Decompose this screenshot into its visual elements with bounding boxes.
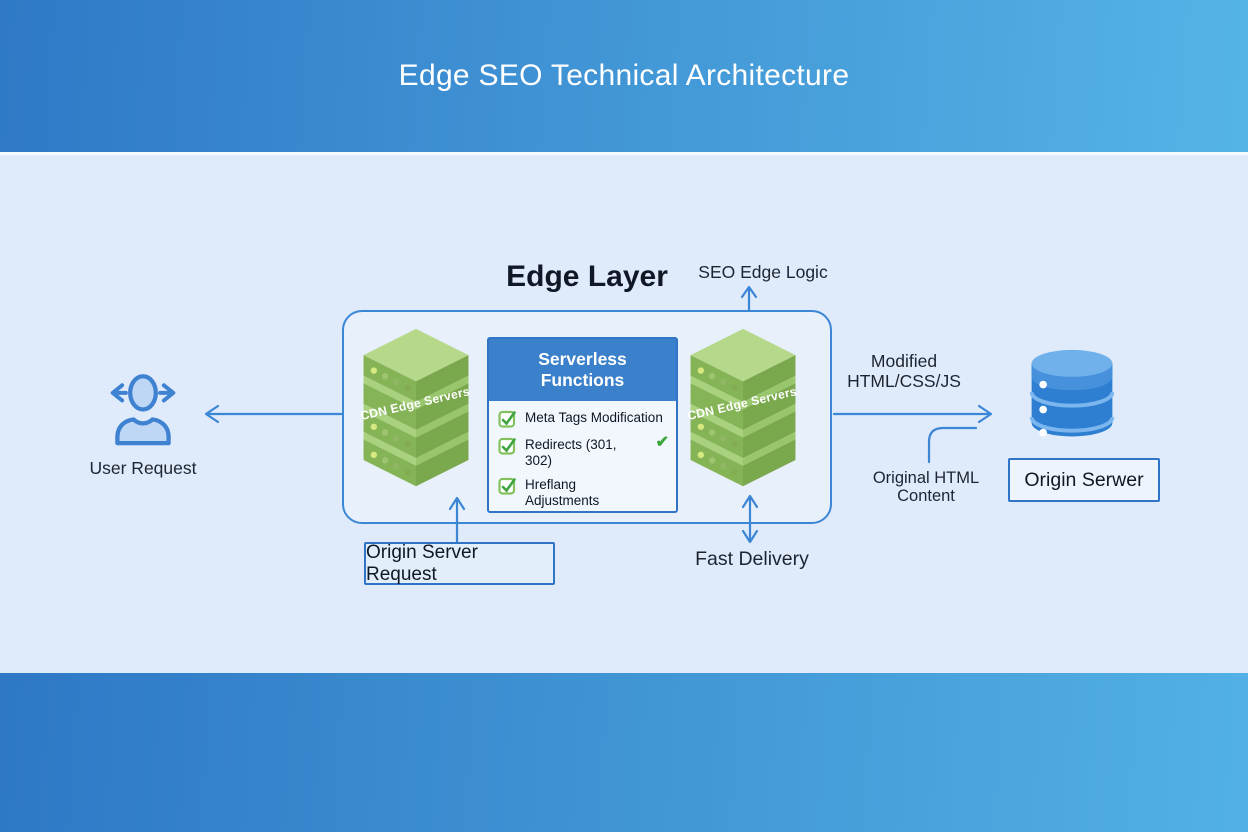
- cdn-top-face: [363, 328, 469, 382]
- checklist-item-label: Hreflang Adjustments: [525, 477, 600, 508]
- user-body: [115, 417, 171, 446]
- cdn-stack-left: CDN Edge Servers: [359, 328, 471, 487]
- header-band: Edge SEO Technical Architecture: [0, 0, 1248, 152]
- serverless-functions-header: Serverless Functions: [489, 339, 676, 401]
- serverless-title-line2: Functions: [540, 370, 625, 390]
- database-icon: [1029, 349, 1115, 437]
- fast-delivery-label: Fast Delivery: [695, 548, 809, 570]
- user-head: [128, 374, 158, 412]
- seo-edge-logic-label: SEO Edge Logic: [698, 262, 828, 282]
- checklist-item: Meta Tags Modification: [498, 410, 669, 428]
- checklist-item-label: Redirects (301, 302): [525, 437, 617, 468]
- origin-server-request-box: Origin Server Request: [364, 542, 555, 585]
- checklist-item: Redirects (301, 302) ✔: [498, 434, 669, 468]
- user-request-label: User Request: [89, 458, 197, 478]
- serverless-checklist: Meta Tags Modification Redirects (301, 3…: [489, 401, 676, 514]
- user-request-icon: [110, 374, 176, 446]
- original-html-label: Original HTML Content: [872, 469, 980, 506]
- page-title: Edge SEO Technical Architecture: [398, 59, 850, 92]
- footer-band: [0, 673, 1248, 832]
- modified-html-label: Modified HTML/CSS/JS: [847, 351, 961, 391]
- check-icon: ✔: [655, 434, 669, 451]
- cdn-top-face: [690, 328, 796, 382]
- server-led-dots: [370, 367, 411, 475]
- checkbox-icon: [498, 437, 516, 455]
- checkbox-icon: [498, 410, 516, 428]
- edge-layer-title: Edge Layer: [506, 260, 668, 293]
- server-led-dots: [697, 367, 738, 475]
- serverless-functions-box: Serverless Functions Meta Tags Modificat…: [487, 337, 678, 513]
- checklist-item: Hreflang Adjustments: [498, 477, 669, 508]
- origin-server-box: Origin Serwer: [1008, 458, 1160, 502]
- cdn-stack-right: CDN Edge Servers: [686, 328, 798, 487]
- checkbox-icon: [498, 477, 516, 495]
- serverless-title-line1: Serverless: [538, 349, 627, 370]
- checklist-item-label: Meta Tags Modification: [525, 410, 663, 425]
